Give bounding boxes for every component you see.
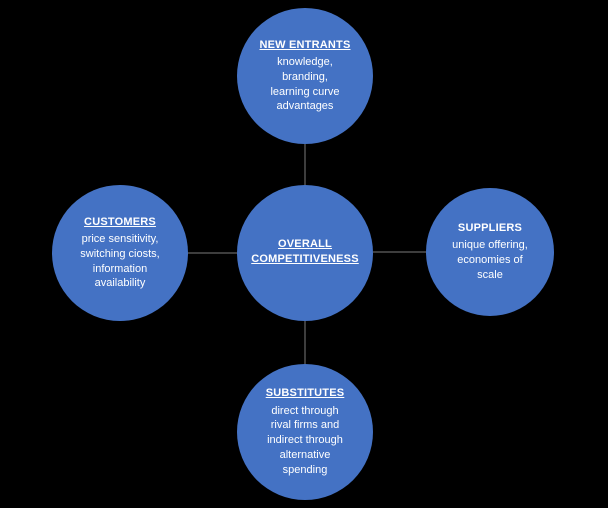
- node-overall-competitiveness-title: OVERALL COMPETITIVENESS: [251, 238, 359, 265]
- connector-left: [188, 252, 237, 254]
- node-suppliers-title: SUPPLIERS: [457, 222, 523, 235]
- connector-bottom: [304, 321, 306, 364]
- node-customers-body: price sensitivity, switching ciosts, inf…: [80, 232, 160, 290]
- node-customers: CUSTOMERS price sensitivity, switching c…: [52, 185, 188, 321]
- node-overall-competitiveness: OVERALL COMPETITIVENESS: [237, 185, 373, 321]
- node-new-entrants-body: knowledge, branding, learning curve adva…: [270, 55, 340, 113]
- node-customers-title: CUSTOMERS: [84, 215, 156, 228]
- node-substitutes-body: direct through rival firms and indirect …: [267, 404, 343, 476]
- node-new-entrants: NEW ENTRANTS knowledge, branding, learni…: [237, 8, 373, 144]
- node-substitutes: SUBSTITUTES direct through rival firms a…: [237, 364, 373, 500]
- node-substitutes-title: SUBSTITUTES: [265, 387, 345, 400]
- connector-right: [373, 251, 426, 253]
- node-new-entrants-title: NEW ENTRANTS: [259, 38, 351, 51]
- connector-top: [304, 144, 306, 185]
- node-suppliers: SUPPLIERS unique offering, economies of …: [426, 188, 554, 316]
- node-suppliers-body: unique offering, economies of scale: [452, 239, 528, 282]
